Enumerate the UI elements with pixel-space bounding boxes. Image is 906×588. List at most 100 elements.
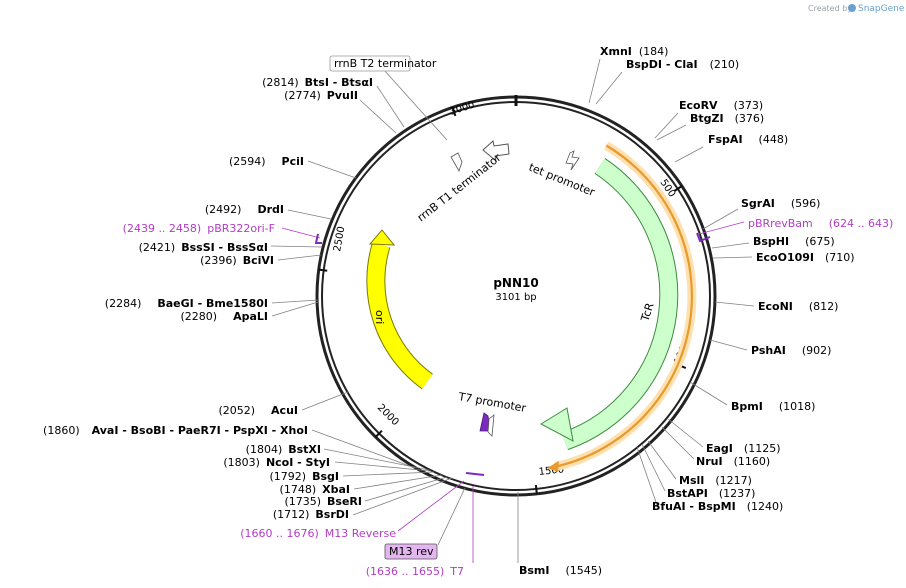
leader-apali: [271, 301, 319, 317]
leader-m13-reverse: [397, 480, 465, 532]
t7-purple-marker: [479, 412, 491, 432]
site-xbai[interactable]: (1748)XbaI: [280, 483, 350, 496]
leader-pvuii: [359, 99, 397, 134]
tet-promoter-arrow-icon: [565, 150, 580, 171]
ori-label: ori: [373, 310, 386, 324]
feature-tet-promoter[interactable]: tet promoter: [527, 150, 597, 199]
leader-btgzi: [656, 124, 687, 141]
leader-bfuai: [636, 446, 658, 506]
site-ecorv[interactable]: EcoRV(373): [679, 99, 763, 112]
leader-bspdi: [595, 71, 623, 105]
plasmid-size: 3101 bp: [495, 292, 536, 303]
primer-m13-reverse[interactable]: (1660 .. 1676)M13 Reverse: [240, 527, 396, 540]
leader-baegi: [271, 299, 319, 304]
site-fspai[interactable]: FspAI(448): [708, 133, 788, 146]
rrnb-t2-label: rrnB T2 terminator: [334, 57, 437, 70]
site-bstapi[interactable]: BstAPI(1237): [667, 487, 755, 500]
plasmid-name: pNN10: [493, 276, 538, 290]
tick-mark-500: [673, 185, 683, 192]
leader-ecoo109i: [712, 256, 753, 259]
leader-drdi: [287, 209, 332, 220]
site-bpmi[interactable]: BpmI(1018): [731, 400, 815, 413]
tick-label-3000: 3000: [449, 100, 477, 118]
leader-sgrai: [702, 208, 739, 230]
leader-xmni: [588, 58, 601, 104]
created-by-text: Created by: [808, 4, 852, 13]
site-bsrdi[interactable]: (1712)BsrDI: [273, 508, 349, 521]
site-bsmi[interactable]: BsmI(1545): [519, 564, 602, 577]
site-pshai[interactable]: PshAI(902): [751, 344, 831, 357]
site-baegi-bme1580i[interactable]: (2284)BaeGI - Bme1580I: [105, 297, 268, 310]
site-nrui[interactable]: NruI(1160): [696, 455, 770, 468]
m13-rev-label: M13 rev: [389, 545, 434, 558]
site-avai-xhoi[interactable]: (1860)AvaI - BsoBI - PaeR7I - PspXI - Xh…: [43, 424, 308, 437]
rrnb-t2-box: [329, 55, 411, 72]
site-bstxi[interactable]: (1804)BstXI: [246, 443, 321, 456]
tcr-label: TcR: [638, 301, 657, 324]
rrnb-t2-small-arrow-icon: [450, 152, 463, 172]
leader-bpmi: [689, 381, 728, 406]
site-msli[interactable]: MslI(1217): [679, 474, 752, 487]
leader-xhoi: [311, 429, 416, 469]
site-ncoi-styi[interactable]: (1803)NcoI - StyI: [223, 456, 330, 469]
leader-ncoi: [334, 461, 432, 472]
site-bcivi[interactable]: (2396)BciVI: [200, 254, 274, 267]
site-bfuai-bspmi[interactable]: BfuAI - BspMI(1240): [652, 500, 783, 513]
site-btsi-btsai[interactable]: (2814)BtsI - BtsαI: [262, 76, 373, 89]
site-bseri[interactable]: (1735)BseRI: [284, 495, 362, 508]
orange-arrow-line: [554, 144, 693, 468]
feature-rrnb-t1[interactable]: rrnB T1 terminator: [415, 140, 510, 224]
snapgene-logo-icon: [848, 4, 856, 12]
m13-rev-box-group[interactable]: M13 rev: [384, 543, 438, 560]
site-ecoo109i[interactable]: EcoO109I(710): [756, 251, 855, 264]
tcr-arrow-body: [562, 158, 678, 450]
rrnb-t1-arrow-icon: [482, 140, 510, 163]
tick-mark-1500: [534, 484, 538, 495]
leader-bseri: [364, 476, 448, 502]
t7-promoter-label: T7 promoter: [456, 390, 527, 415]
snapgene-branding: Created by SnapGene: [808, 4, 905, 14]
site-bsgi[interactable]: (1792)BsgI: [270, 470, 339, 483]
primer-pbr322ori-f[interactable]: (2439 .. 2458)pBR322ori-F: [123, 222, 275, 235]
leader-eagi: [667, 418, 704, 448]
leader-msli: [647, 440, 677, 480]
ori-arrow-body: [367, 242, 433, 389]
site-econi[interactable]: EcoNI(812): [758, 300, 838, 313]
rrnb-t2-label-box[interactable]: rrnB T2 terminator: [329, 55, 437, 72]
right-leader-lines: [517, 58, 755, 563]
site-bsphi[interactable]: BspHI(675): [753, 235, 835, 248]
leader-btsi: [376, 85, 405, 128]
leader-fspai: [674, 146, 704, 163]
tick-label-2000: 2000: [375, 402, 401, 428]
feature-t7-promoter[interactable]: T7 promoter: [456, 390, 527, 437]
leader-pshai: [709, 339, 748, 351]
leader-bcivi: [277, 254, 322, 261]
site-bspdi-clai[interactable]: BspDI - ClaI(210): [626, 58, 739, 71]
site-xmni[interactable]: XmnI(184): [600, 45, 668, 58]
site-eagi[interactable]: EagI(1125): [706, 442, 780, 455]
leader-bsssi: [270, 245, 323, 248]
tick-mark-2500: [318, 268, 328, 272]
feature-tcr[interactable]: TcR: [539, 158, 679, 451]
site-acui[interactable]: (2052)AcuI: [218, 404, 298, 417]
leader-irui: [661, 426, 695, 460]
leader-bsphi: [711, 242, 750, 249]
site-apali[interactable]: (2280)ApaLI: [181, 310, 269, 323]
snapgene-brand-text: SnapGene: [858, 4, 905, 14]
leader-bsgi: [342, 471, 435, 477]
leader-acui: [301, 391, 349, 411]
tcr-arrowhead: [539, 407, 574, 442]
site-pcii[interactable]: (2594)PciI: [229, 155, 304, 168]
feature-ori[interactable]: ori: [366, 229, 434, 390]
site-pvuii[interactable]: (2774)PvuII: [284, 89, 358, 102]
orange-arrowhead: [547, 461, 559, 472]
m13-t7-marker: [465, 472, 485, 476]
site-sgrai[interactable]: SgrAI(596): [741, 197, 820, 210]
site-btgzi[interactable]: BtgZI(376): [690, 112, 764, 125]
tick-mark-2000: [374, 429, 383, 438]
site-bsssi-bsssai[interactable]: (2421)BssSI - BssSαI: [139, 241, 268, 254]
primer-t7[interactable]: (1636 .. 1655)T7: [366, 565, 464, 578]
site-drdi[interactable]: (2492)DrdI: [205, 203, 284, 216]
primer-pbrrevbam[interactable]: pBRrevBam(624 .. 643): [748, 217, 893, 230]
